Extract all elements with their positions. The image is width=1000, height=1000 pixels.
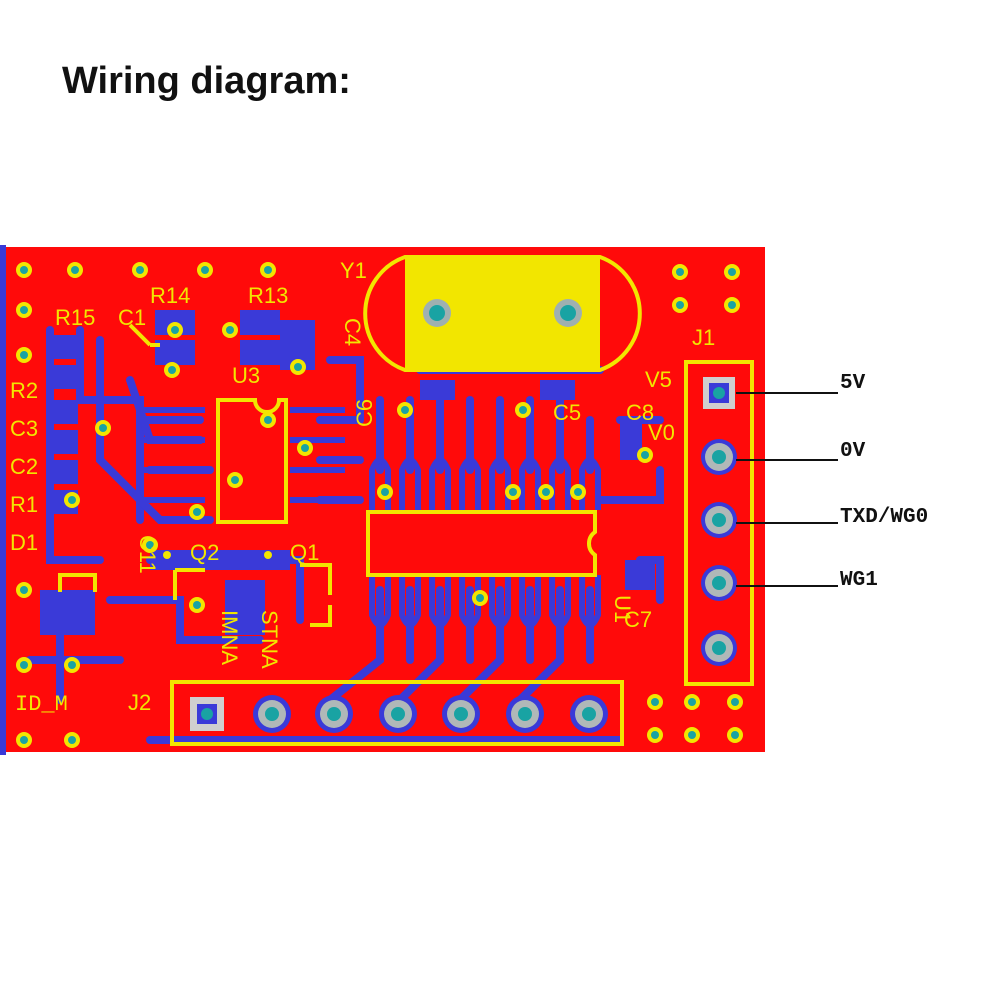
label-id-m: ID_M xyxy=(15,692,68,717)
label-j2: J2 xyxy=(128,690,151,715)
pin-label-0v: 0V xyxy=(840,440,866,463)
label-mirrored-c: V5 xyxy=(645,367,672,392)
pin-label-txd-wg0: TXD/WG0 xyxy=(840,506,929,529)
page-title: Wiring diagram: xyxy=(62,60,351,102)
vias xyxy=(16,262,743,748)
label-r2: R2 xyxy=(10,378,38,403)
label-q2: Q2 xyxy=(190,540,219,565)
label-c5: C5 xyxy=(553,400,581,425)
label-r13: R13 xyxy=(248,283,288,308)
label-mirrored-d: V0 xyxy=(648,420,675,445)
label-r15: R15 xyxy=(55,305,95,330)
y1-pads xyxy=(423,299,582,327)
u1-ic-legs xyxy=(369,457,601,628)
label-c1: C1 xyxy=(118,305,146,330)
pin-leader-lines xyxy=(736,392,838,587)
j2-pins xyxy=(190,695,608,733)
label-c11: C11 xyxy=(135,535,160,574)
label-y1: Y1 xyxy=(340,258,367,283)
label-c4: C4 xyxy=(340,318,365,346)
label-c3: C3 xyxy=(10,416,38,441)
pin-label-5v: 5V xyxy=(840,372,866,395)
label-mirrored-a: STNA xyxy=(257,610,282,669)
label-c7: C7 xyxy=(624,607,652,632)
label-mirrored-b: IMNA xyxy=(217,610,242,665)
label-j1: J1 xyxy=(692,325,715,350)
label-r14: R14 xyxy=(150,283,190,308)
label-r1: R1 xyxy=(10,492,38,517)
pin-label-wg1: WG1 xyxy=(840,569,878,592)
label-d1: D1 xyxy=(10,530,38,555)
j1-pins xyxy=(701,377,737,666)
label-u3: U3 xyxy=(232,363,260,388)
label-q1: Q1 xyxy=(290,540,319,565)
label-c8: C8 xyxy=(626,400,654,425)
label-c6: C6 xyxy=(352,399,377,427)
u3-ic-legs xyxy=(140,407,345,503)
copper-pads xyxy=(40,310,655,635)
label-c2: C2 xyxy=(10,454,38,479)
silkscreen-labels: Y1 R14 R13 R15 C1 C4 U3 R2 C3 C2 R1 D1 C… xyxy=(10,258,715,717)
label-u1: U1 xyxy=(610,595,635,623)
